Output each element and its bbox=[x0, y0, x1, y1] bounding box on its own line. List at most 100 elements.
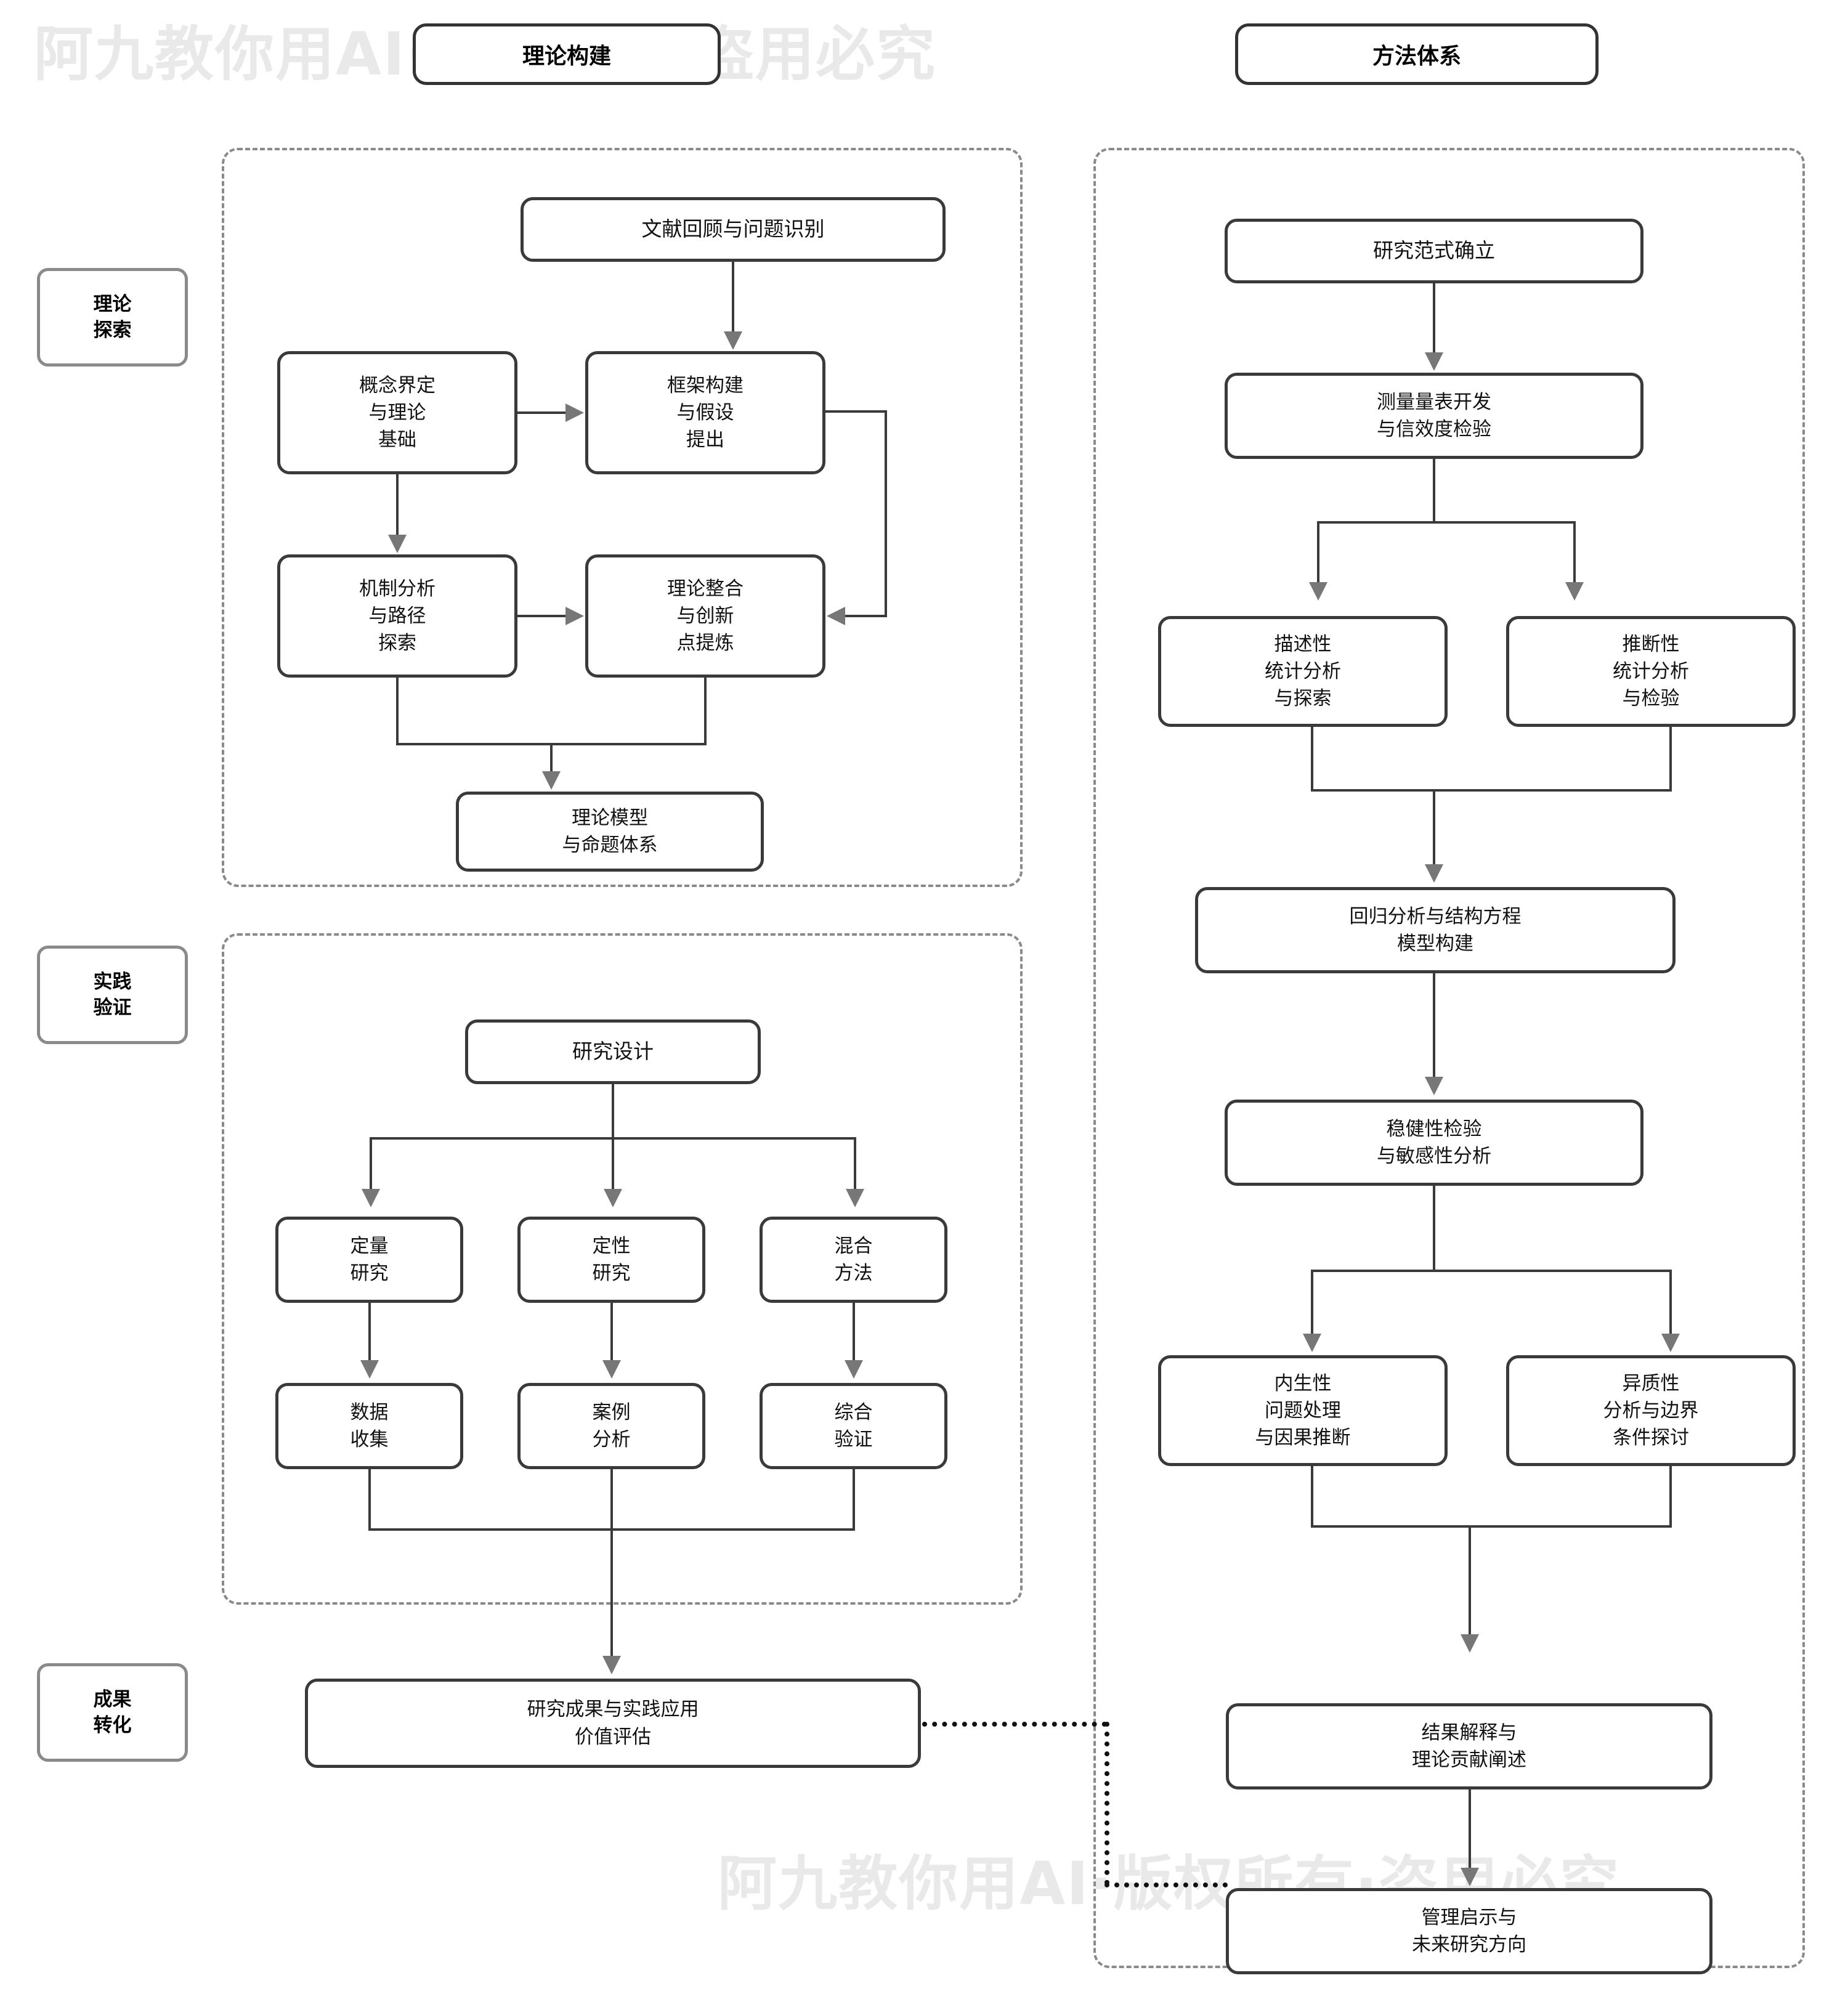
node-output-synthesis-validation[interactable]: 综合 验证 bbox=[760, 1383, 947, 1469]
arrow-framework-integration bbox=[827, 607, 845, 625]
connector-robustness-bar bbox=[1311, 1270, 1672, 1272]
connector-integration-merge-down bbox=[704, 678, 707, 745]
connector-scale-branch-right bbox=[1573, 521, 1576, 586]
connector-robustness-stem bbox=[1433, 1186, 1435, 1272]
node-line-2: 与理论 bbox=[368, 401, 426, 423]
node-method-qualitative[interactable]: 定性 研究 bbox=[517, 1217, 705, 1303]
phase-line-1: 实践 bbox=[93, 971, 132, 993]
arrow-interpretation-implications bbox=[1461, 1868, 1479, 1886]
node-line-1: 管理启示与 bbox=[1421, 1906, 1517, 1928]
node-management-implications[interactable]: 管理启示与 未来研究方向 bbox=[1226, 1888, 1712, 1974]
node-line-2: 分析与边界 bbox=[1603, 1399, 1699, 1421]
arrow-scale-inferential bbox=[1565, 582, 1584, 601]
node-output-data-collection[interactable]: 数据 收集 bbox=[275, 1383, 463, 1469]
phase-label-theory-exploration[interactable]: 理论 探索 bbox=[37, 268, 188, 367]
node-inferential-statistics[interactable]: 推断性 统计分析 与检验 bbox=[1506, 616, 1796, 727]
connector-statistics-regression-stem bbox=[1433, 789, 1435, 869]
arrow-concept-framework bbox=[565, 403, 584, 422]
node-line-1: 综合 bbox=[834, 1401, 873, 1423]
node-line-2: 研究 bbox=[350, 1262, 389, 1284]
node-method-quantitative[interactable]: 定量 研究 bbox=[275, 1217, 463, 1303]
arrow-theory-model bbox=[542, 771, 561, 790]
node-line-2: 与假设 bbox=[676, 401, 734, 423]
node-line-1: 框架构建 bbox=[667, 374, 744, 396]
connector-design-branch-left bbox=[370, 1137, 372, 1193]
node-line-2: 方法 bbox=[834, 1262, 873, 1284]
header-theory-construction[interactable]: 理论构建 bbox=[413, 23, 721, 85]
node-line-2: 与创新 bbox=[676, 604, 734, 626]
node-line-1: 推断性 bbox=[1622, 633, 1680, 655]
node-line-3: 条件探讨 bbox=[1613, 1427, 1689, 1448]
node-line-1: 描述性 bbox=[1274, 633, 1332, 655]
connector-interpretation-implications bbox=[1469, 1789, 1471, 1873]
connector-framework-elbow-in bbox=[844, 615, 887, 617]
connector-synth-merge-down bbox=[853, 1469, 855, 1531]
arrow-regression-robustness bbox=[1425, 1077, 1443, 1095]
node-framework-construction[interactable]: 框架构建 与假设 提出 bbox=[585, 351, 825, 474]
connector-framework-elbow-down bbox=[885, 410, 887, 615]
node-heterogeneity-analysis[interactable]: 异质性 分析与边界 条件探讨 bbox=[1506, 1355, 1796, 1466]
connector-advanced-merge-bar bbox=[1311, 1525, 1672, 1528]
node-output-case-analysis[interactable]: 案例 分析 bbox=[517, 1383, 705, 1469]
node-line-1: 研究成果与实践应用 bbox=[527, 1698, 699, 1720]
node-line-2: 与信效度检验 bbox=[1377, 418, 1491, 440]
node-research-outcome[interactable]: 研究成果与实践应用 价值评估 bbox=[305, 1679, 921, 1768]
node-line-2: 问题处理 bbox=[1265, 1399, 1341, 1421]
node-line-1: 稳健性检验 bbox=[1386, 1117, 1482, 1140]
connector-mechanism-merge-down bbox=[396, 678, 399, 745]
crosslink-outcome-to-right-v bbox=[1104, 1722, 1109, 1885]
arrow-litreview-framework bbox=[724, 331, 742, 350]
arrow-quant-data bbox=[360, 1360, 379, 1379]
node-line-1: 研究范式确立 bbox=[1373, 239, 1495, 262]
node-line-2: 统计分析 bbox=[1265, 660, 1341, 682]
phase-line-1: 成果 bbox=[93, 1688, 132, 1711]
arrow-scale-descriptive bbox=[1309, 582, 1327, 601]
node-scale-development[interactable]: 测量量表开发 与信效度检验 bbox=[1225, 373, 1643, 459]
node-endogeneity-treatment[interactable]: 内生性 问题处理 与因果推断 bbox=[1158, 1355, 1448, 1466]
node-research-paradigm[interactable]: 研究范式确立 bbox=[1225, 219, 1643, 283]
arrow-advanced-interpretation bbox=[1461, 1634, 1479, 1653]
node-line-1: 机制分析 bbox=[359, 577, 436, 599]
node-concept-definition[interactable]: 概念界定 与理论 基础 bbox=[277, 351, 517, 474]
arrow-mechanism-integration bbox=[565, 607, 584, 625]
node-line-1: 混合 bbox=[834, 1234, 873, 1257]
connector-design-stem bbox=[612, 1084, 614, 1140]
node-regression-sem[interactable]: 回归分析与结构方程 模型构建 bbox=[1195, 887, 1676, 973]
phase-line-2: 探索 bbox=[93, 319, 132, 341]
node-research-design[interactable]: 研究设计 bbox=[465, 1019, 761, 1084]
node-method-mixed[interactable]: 混合 方法 bbox=[760, 1217, 947, 1303]
node-theory-model[interactable]: 理论模型 与命题体系 bbox=[456, 792, 764, 872]
connector-concept-framework bbox=[517, 411, 567, 414]
phase-label-outcome-transformation[interactable]: 成果 转化 bbox=[37, 1663, 188, 1762]
node-mechanism-analysis[interactable]: 机制分析 与路径 探索 bbox=[277, 554, 517, 678]
connector-outputs-outcome-stem bbox=[610, 1528, 613, 1661]
node-robustness-check[interactable]: 稳健性检验 与敏感性分析 bbox=[1225, 1100, 1643, 1186]
group-theory-exploration bbox=[222, 148, 1023, 887]
connector-quant-data bbox=[368, 1303, 371, 1364]
node-line-3: 基础 bbox=[378, 429, 416, 450]
arrow-outputs-outcome bbox=[602, 1656, 621, 1674]
node-literature-review[interactable]: 文献回顾与问题识别 bbox=[521, 197, 946, 262]
connector-endogeneity-merge-down bbox=[1311, 1466, 1313, 1528]
header-method-system[interactable]: 方法体系 bbox=[1235, 23, 1599, 85]
node-line-1: 测量量表开发 bbox=[1377, 391, 1491, 413]
connector-paradigm-scale bbox=[1433, 283, 1435, 357]
arrow-robustness-heterogeneity bbox=[1661, 1334, 1680, 1352]
node-result-interpretation[interactable]: 结果解释与 理论贡献阐述 bbox=[1226, 1703, 1712, 1789]
connector-concept-mechanism bbox=[396, 474, 399, 539]
phase-line-2: 验证 bbox=[93, 997, 132, 1018]
node-line-1: 案例 bbox=[592, 1401, 631, 1423]
node-descriptive-statistics[interactable]: 描述性 统计分析 与探索 bbox=[1158, 616, 1448, 727]
node-line-2: 收集 bbox=[350, 1429, 389, 1450]
crosslink-outcome-to-right-h1 bbox=[922, 1722, 1107, 1727]
phase-label-practice-validation[interactable]: 实践 验证 bbox=[37, 946, 188, 1044]
node-line-2: 模型构建 bbox=[1397, 933, 1473, 954]
node-theory-integration[interactable]: 理论整合 与创新 点提炼 bbox=[585, 554, 825, 678]
connector-qual-case bbox=[610, 1303, 613, 1364]
arrow-robustness-endogeneity bbox=[1303, 1334, 1321, 1352]
connector-advanced-interpretation-stem bbox=[1469, 1525, 1471, 1639]
connector-scale-stem bbox=[1433, 459, 1435, 524]
node-line-1: 理论模型 bbox=[572, 806, 648, 829]
node-line-2: 与路径 bbox=[368, 604, 426, 626]
node-line-2: 研究 bbox=[592, 1262, 631, 1284]
